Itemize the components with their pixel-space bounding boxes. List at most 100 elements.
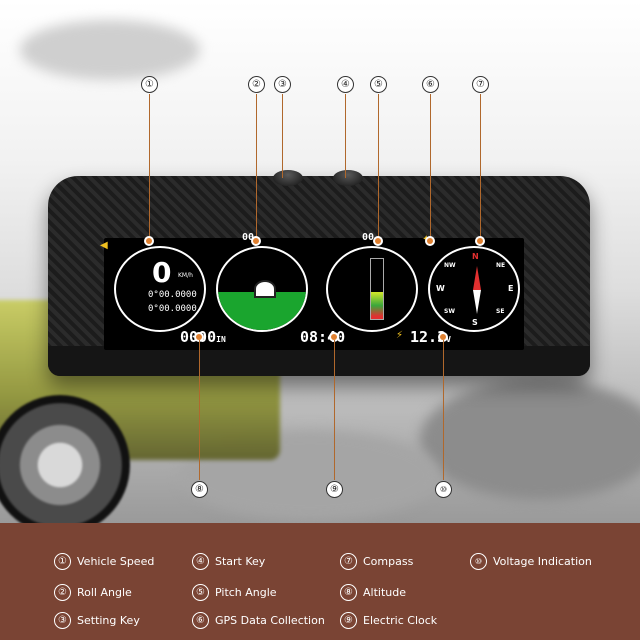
- callout-4: ④: [337, 76, 354, 93]
- roll-horizon: [218, 292, 306, 330]
- callout-6: ⑥: [422, 76, 439, 93]
- voltage-readout: 12.3V: [410, 328, 451, 346]
- leader-line-4: [345, 94, 346, 178]
- leader-line-8: [199, 340, 200, 480]
- latitude-value: 0°00.0000: [148, 290, 197, 300]
- legend-item: ⑧ Altitude: [340, 584, 406, 601]
- callout-dot-10: [440, 334, 446, 340]
- legend-item: ⑤ Pitch Angle: [192, 584, 277, 601]
- callout-5: ⑤: [370, 76, 387, 93]
- speed-unit: KM/h: [178, 272, 193, 279]
- compass-gauge: N S E W NW NE SW SE: [428, 246, 520, 332]
- callout-dot-7: [477, 238, 483, 244]
- voltage-value: 12.3: [410, 328, 447, 346]
- compass-n: N: [472, 252, 479, 261]
- callout-dot-1: [146, 238, 152, 244]
- altitude-unit: IN: [216, 335, 226, 344]
- cliff-shape: [20, 20, 200, 80]
- pitch-digits: 00: [362, 232, 375, 243]
- legend-label: Voltage Indication: [493, 555, 592, 568]
- callout-9: ⑨: [326, 481, 343, 498]
- legend-number: ⑤: [192, 584, 209, 601]
- legend-number: ①: [54, 553, 71, 570]
- pitch-gauge: [326, 246, 418, 332]
- leader-line-3: [282, 94, 283, 178]
- leader-line-1: [149, 94, 150, 238]
- roll-digits: 00: [242, 232, 255, 243]
- legend-number: ④: [192, 553, 209, 570]
- legend-label: Pitch Angle: [215, 586, 277, 599]
- pitch-level: [371, 292, 383, 319]
- roll-gauge: [216, 246, 308, 332]
- leader-line-7: [480, 94, 481, 238]
- compass-e: E: [508, 284, 514, 293]
- gps-icon: ✦: [422, 234, 430, 245]
- voltage-unit: V: [446, 335, 451, 344]
- clock-value: 08:40: [300, 328, 346, 346]
- legend-number: ⑦: [340, 553, 357, 570]
- legend-item: ⑨ Electric Clock: [340, 612, 437, 629]
- compass-sw: SW: [444, 308, 455, 315]
- leader-line-10: [443, 340, 444, 480]
- legend-label: Start Key: [215, 555, 266, 568]
- wheel-shape: [0, 395, 130, 523]
- speed-value: 0: [152, 256, 172, 289]
- callout-dot-6: [427, 238, 433, 244]
- legend-item: ④ Start Key: [192, 553, 265, 570]
- legend-number: ⑩: [470, 553, 487, 570]
- legend-label: Compass: [363, 555, 414, 568]
- callout-dot-8: [196, 334, 202, 340]
- speaker-icon: ◀: [100, 240, 108, 251]
- speed-gauge: 0 KM/h 0°00.0000 0°00.0000: [114, 246, 206, 332]
- compass-s: S: [472, 318, 478, 327]
- legend-number: ②: [54, 584, 71, 601]
- callout-1: ①: [141, 76, 158, 93]
- legend-item: ① Vehicle Speed: [54, 553, 154, 570]
- legend-number: ⑨: [340, 612, 357, 629]
- callout-dot-5: [375, 238, 381, 244]
- legend-item: ⑩ Voltage Indication: [470, 553, 592, 570]
- callout-7: ⑦: [472, 76, 489, 93]
- legend-label: Altitude: [363, 586, 406, 599]
- legend-label: Roll Angle: [77, 586, 132, 599]
- legend-number: ③: [54, 612, 71, 629]
- legend-label: Electric Clock: [363, 614, 438, 627]
- compass-w: W: [436, 284, 445, 293]
- leader-line-5: [378, 94, 379, 238]
- callout-dot-9: [331, 334, 337, 340]
- legend-label: GPS Data Collection: [215, 614, 325, 627]
- legend-item: ⑦ Compass: [340, 553, 413, 570]
- leader-line-2: [256, 94, 257, 238]
- voltage-icon: ⚡: [396, 330, 404, 341]
- feature-legend: ① Vehicle Speed ② Roll Angle ③ Setting K…: [0, 523, 640, 640]
- compass-nw: NW: [444, 262, 456, 269]
- compass-needle-north: [473, 266, 481, 290]
- leader-line-6: [430, 94, 431, 238]
- callout-dot-2: [253, 238, 259, 244]
- legend-item: ② Roll Angle: [54, 584, 132, 601]
- legend-item: ⑥ GPS Data Collection: [192, 612, 325, 629]
- legend-label: Vehicle Speed: [77, 555, 155, 568]
- setting-key[interactable]: [273, 170, 303, 186]
- rock-shape: [420, 380, 640, 500]
- callout-2: ②: [248, 76, 265, 93]
- callout-3: ③: [274, 76, 291, 93]
- legend-label: Setting Key: [77, 614, 140, 627]
- compass-se: SE: [496, 308, 505, 315]
- callout-8: ⑧: [191, 481, 208, 498]
- device-base: [48, 346, 590, 376]
- legend-item: ③ Setting Key: [54, 612, 140, 629]
- roll-indicator: [254, 280, 276, 298]
- longitude-value: 0°00.0000: [148, 304, 197, 314]
- compass-ne: NE: [496, 262, 506, 269]
- start-key[interactable]: [333, 170, 363, 186]
- leader-line-9: [334, 340, 335, 480]
- pitch-tube: [370, 258, 384, 320]
- legend-number: ⑥: [192, 612, 209, 629]
- callout-10: ⑩: [435, 481, 452, 498]
- legend-number: ⑧: [340, 584, 357, 601]
